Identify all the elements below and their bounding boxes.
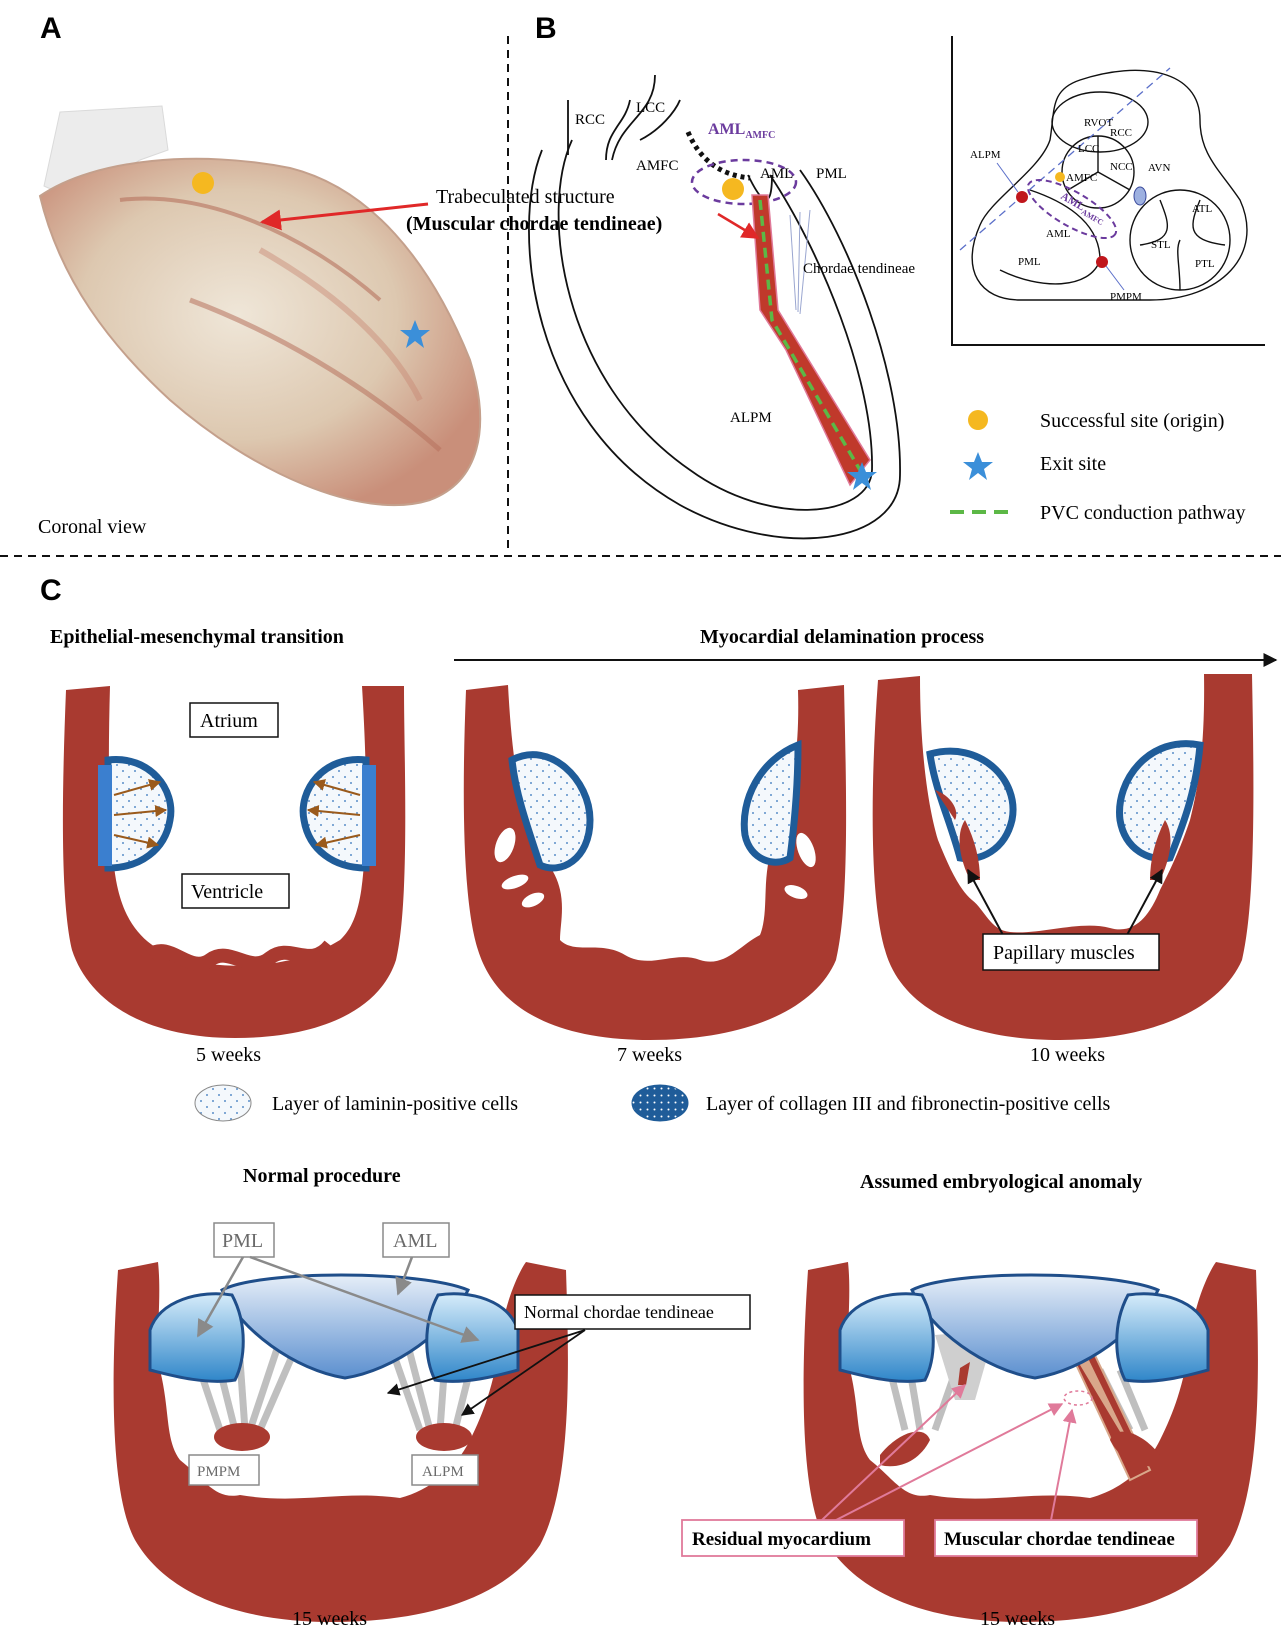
heart-15-weeks-normal [114,1262,568,1622]
normal-title: Normal procedure [243,1165,401,1187]
inset-amfc: AMFC [1066,172,1097,184]
panel-c-label: C [40,574,62,607]
anomaly-title: Assumed embryological anomaly [860,1171,1142,1193]
coronal-view-label: Coronal view [38,516,147,538]
heart-10-weeks [873,674,1254,1040]
ventricle-label: Ventricle [191,881,263,903]
inset-pml: PML [1018,256,1041,268]
inset-stl: STL [1151,239,1171,251]
pmpm-label: PMPM [197,1464,240,1480]
heart-5-weeks [63,686,405,1038]
rcc-label: RCC [575,112,605,128]
legend-origin-label: Successful site (origin) [1040,410,1224,432]
inset-aml: AML [1046,228,1071,240]
inset-frame [952,36,1265,345]
legend-collagen-icon [632,1085,688,1121]
inset-avn: AVN [1148,162,1170,174]
delam-title: Myocardial delamination process [700,626,984,648]
heart-7-weeks [464,685,846,1040]
muscular-chordae-red [752,195,870,485]
inset-alpm-leader [997,163,1018,192]
legend-pathway-label: PVC conduction pathway [1040,502,1246,524]
inset-alpm: ALPM [970,149,1001,161]
pml-label: PML [816,166,847,182]
inset-pmpm: PMPM [1110,291,1142,303]
heart-coronal-image [40,106,480,505]
inset-rvot: RVOT [1084,117,1113,129]
legend-origin-icon [968,410,988,430]
panel-b-label: B [535,12,557,45]
origin-marker-b [722,178,744,200]
aml-label: AML [760,166,793,182]
inset-ptl: PTL [1195,258,1215,270]
legend-laminin-label: Layer of laminin-positive cells [272,1093,518,1115]
week15-right-label: 15 weeks [980,1608,1055,1630]
annotation-arrow-b [718,214,758,238]
legend-exit-icon [963,452,993,480]
inset-origin-marker [1055,172,1065,182]
week7-label: 7 weeks [617,1044,682,1066]
inset-rcc: RCC [1110,127,1132,139]
chordae-label: Chordae tendineae [803,261,915,277]
annotation-line1: Trabeculated structure [436,186,615,208]
panel-a-label: A [40,12,62,45]
inset-alpm-dot [1016,191,1028,203]
legend-exit-label: Exit site [1040,453,1106,475]
origin-marker-a [192,172,214,194]
aml-c-label: AML [393,1230,437,1252]
inset-ncc: NCC [1110,161,1133,173]
emt-title: Epithelial-mesenchymal transition [50,626,344,648]
annotation-line2: (Muscular chordae tendineae) [406,213,662,235]
week5-label: 5 weeks [196,1044,261,1066]
amfc-label: AMFC [636,158,679,174]
inset-avn-marker [1134,187,1146,205]
lcc-label: LCC [636,100,665,116]
pml-c-label: PML [222,1230,263,1252]
inset-pmpm-leader [1106,266,1124,290]
atrium-label: Atrium [200,710,258,732]
alpm-label: ALPM [730,410,772,426]
inset-lcc: LCC [1078,143,1099,155]
week10-label: 10 weeks [1030,1044,1105,1066]
normal-chordae-label: Normal chordae tendineae [524,1302,714,1322]
legend-laminin-icon [195,1085,251,1121]
week15-left-label: 15 weeks [292,1608,367,1630]
aml-amfc-label: AMLAMFC [708,121,775,141]
muscular-chordae-label: Muscular chordae tendineae [944,1529,1175,1550]
residual-label: Residual myocardium [692,1529,871,1550]
heart-15-weeks-anomaly [804,1262,1258,1622]
alpm-c-label: ALPM [422,1464,464,1480]
papillary-label: Papillary muscles [993,942,1135,964]
legend-collagen-label: Layer of collagen III and fibronectin-po… [706,1093,1110,1115]
inset-atl: ATL [1192,203,1212,215]
